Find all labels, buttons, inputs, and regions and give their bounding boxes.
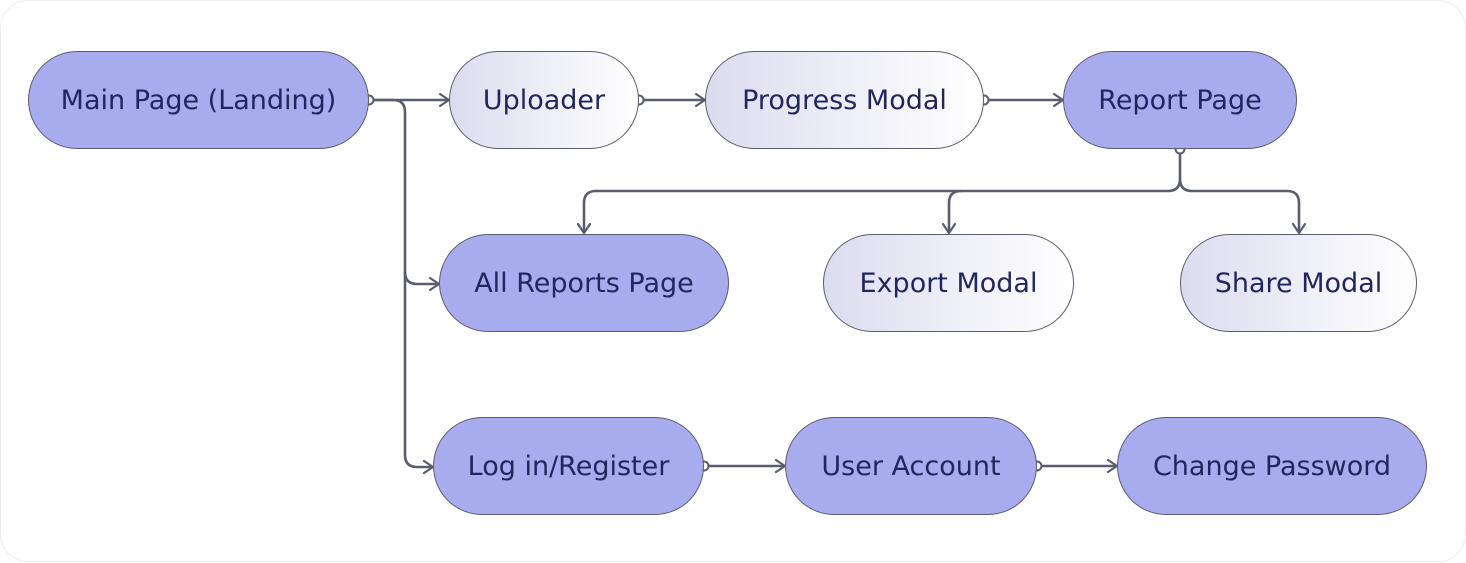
node-change-password-label: Change Password — [1152, 450, 1392, 482]
edge-report-to-all-reports — [584, 149, 1182, 233]
edge-main-to-all-reports — [369, 98, 439, 284]
node-change-password[interactable]: Change Password — [1117, 417, 1427, 515]
edge-main-to-login — [403, 272, 433, 467]
node-uploader[interactable]: Uploader — [449, 51, 639, 149]
node-share-modal-label: Share Modal — [1214, 267, 1383, 299]
node-share-modal[interactable]: Share Modal — [1180, 234, 1417, 332]
node-main-page[interactable]: Main Page (Landing) — [28, 51, 369, 149]
node-report-page-label: Report Page — [1098, 84, 1262, 116]
node-uploader-label: Uploader — [482, 84, 606, 116]
node-login-register[interactable]: Log in/Register — [433, 417, 704, 515]
node-report-page[interactable]: Report Page — [1063, 51, 1297, 149]
node-user-account-label: User Account — [821, 450, 1001, 482]
node-login-register-label: Log in/Register — [467, 450, 670, 482]
node-main-page-label: Main Page (Landing) — [60, 84, 337, 116]
edge-report-to-share — [1178, 178, 1299, 233]
node-user-account[interactable]: User Account — [785, 417, 1037, 515]
node-all-reports-page-label: All Reports Page — [474, 267, 694, 299]
edge-report-to-export — [949, 189, 962, 233]
node-export-modal-label: Export Modal — [859, 267, 1038, 299]
node-all-reports-page[interactable]: All Reports Page — [439, 234, 729, 332]
node-export-modal[interactable]: Export Modal — [823, 234, 1074, 332]
node-progress-modal[interactable]: Progress Modal — [705, 51, 984, 149]
node-progress-modal-label: Progress Modal — [742, 84, 947, 116]
